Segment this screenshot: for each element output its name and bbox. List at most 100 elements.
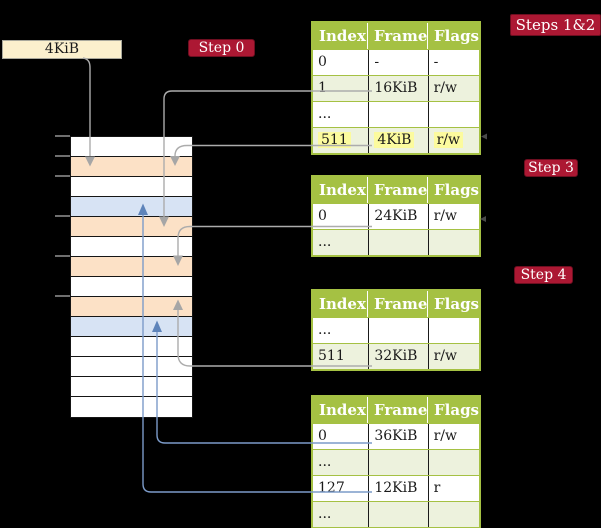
- badge-step-3: Step 3: [524, 159, 578, 177]
- column-header-flags: Flags: [427, 291, 479, 317]
- memory-row-1: [71, 157, 192, 177]
- column-header-frame: Frame: [367, 397, 427, 423]
- column-header-flags: Flags: [427, 23, 479, 49]
- table-header-row: Index Frame Flags: [313, 397, 479, 423]
- page-table-leaf: Index Frame Flags 0 36KiB r/w ... 127 12…: [311, 395, 481, 528]
- cell-frame: -: [368, 50, 427, 75]
- address-tick: [55, 175, 70, 177]
- badge-step-0-label: Step 0: [198, 40, 245, 56]
- table-header-row: Index Frame Flags: [313, 177, 479, 203]
- memory-row-8: [71, 297, 192, 317]
- cell-index: 1: [318, 80, 327, 96]
- page-table-level2: Index Frame Flags 0 24KiB r/w ...: [311, 175, 481, 257]
- cell-frame: 24KiB: [368, 204, 427, 229]
- table-row: ...: [313, 229, 479, 255]
- memory-row-4: [71, 217, 192, 237]
- column-header-index: Index: [319, 27, 366, 45]
- table-row: 127 12KiB r: [313, 475, 479, 501]
- cell-frame: 32KiB: [368, 344, 427, 369]
- badge-step-4-label: Step 4: [520, 267, 567, 283]
- cell-frame: [368, 102, 427, 127]
- cell-index: ...: [318, 506, 332, 522]
- address-tick: [55, 215, 70, 217]
- cell-frame: 36KiB: [368, 424, 427, 449]
- cell-frame: 12KiB: [368, 476, 427, 501]
- cell-index: ...: [318, 106, 332, 122]
- badge-step-0: Step 0: [188, 39, 255, 57]
- table-row: ...: [313, 317, 479, 343]
- cell-frame: [368, 230, 427, 255]
- badge-step-3-label: Step 3: [528, 160, 574, 176]
- cell-index: 511: [313, 128, 368, 153]
- table-row: ...: [313, 449, 479, 475]
- cell-index: 0: [318, 428, 327, 444]
- table-row: ...: [313, 501, 479, 527]
- memory-row-6: [71, 257, 192, 277]
- cell-flags: r: [427, 476, 479, 501]
- column-header-index: Index: [319, 401, 366, 419]
- memory-row-11: [71, 357, 192, 377]
- highlight: r/w: [433, 132, 464, 148]
- badge-steps-1-2-label: Steps 1&2: [515, 16, 596, 34]
- highlight: 511: [318, 132, 351, 148]
- cell-index: ...: [318, 454, 332, 470]
- cell-index: 0: [318, 54, 327, 70]
- address-tick: [55, 135, 70, 137]
- table-header-row: Index Frame Flags: [313, 23, 479, 49]
- table-row: ...: [313, 101, 479, 127]
- address-tick: [55, 255, 70, 257]
- column-header-frame: Frame: [367, 23, 427, 49]
- table-header-row: Index Frame Flags: [313, 291, 479, 317]
- column-header-frame: Frame: [367, 291, 427, 317]
- address-tick: [55, 295, 70, 297]
- cell-index: 0: [318, 208, 327, 224]
- column-header-frame: Frame: [367, 177, 427, 203]
- cell-flags: r/w: [427, 424, 479, 449]
- highlight: 4KiB: [374, 132, 415, 148]
- cell-frame: [368, 318, 427, 343]
- page-table-level3: Index Frame Flags ... 511 32KiB r/w: [311, 289, 481, 371]
- column-header-index: Index: [319, 181, 366, 199]
- badge-steps-1-2: Steps 1&2: [510, 14, 601, 36]
- lookup-stub-arrow: [481, 133, 487, 140]
- memory-row-0: [71, 137, 192, 157]
- cell-flags: r/w: [427, 204, 479, 229]
- memory-row-9: [71, 317, 192, 337]
- physical-memory-strip: [70, 136, 193, 418]
- frame-size-label: 4KiB: [44, 41, 80, 57]
- cell-flags: [427, 102, 479, 127]
- cell-flags: r/w: [427, 128, 479, 153]
- column-header-index: Index: [319, 295, 366, 313]
- table-row: 0 - -: [313, 49, 479, 75]
- cell-frame: 4KiB: [368, 128, 427, 153]
- cell-frame: [368, 502, 427, 527]
- table-row-highlighted: 511 4KiB r/w: [313, 127, 479, 153]
- memory-row-10: [71, 337, 192, 357]
- cell-flags: [427, 450, 479, 475]
- cell-index: 511: [318, 348, 345, 364]
- column-header-flags: Flags: [427, 397, 479, 423]
- memory-row-5: [71, 237, 192, 257]
- cell-frame: [368, 450, 427, 475]
- table-row: 0 24KiB r/w: [313, 203, 479, 229]
- address-tick: [55, 155, 70, 157]
- cell-flags: r/w: [427, 76, 479, 101]
- badge-step-4: Step 4: [514, 266, 573, 284]
- cell-frame: 16KiB: [368, 76, 427, 101]
- table-row: 0 36KiB r/w: [313, 423, 479, 449]
- table-row: 1 16KiB r/w: [313, 75, 479, 101]
- cell-flags: r/w: [427, 344, 479, 369]
- memory-row-2: [71, 177, 192, 197]
- cell-index: 127: [318, 480, 345, 496]
- memory-row-13: [71, 397, 192, 417]
- frame-size-box: 4KiB: [2, 40, 122, 59]
- cell-index: ...: [318, 322, 332, 338]
- memory-row-3: [71, 197, 192, 217]
- memory-row-12: [71, 377, 192, 397]
- cell-flags: [427, 230, 479, 255]
- cell-flags: [427, 502, 479, 527]
- memory-row-7: [71, 277, 192, 297]
- cell-flags: -: [427, 50, 479, 75]
- table-row: 511 32KiB r/w: [313, 343, 479, 369]
